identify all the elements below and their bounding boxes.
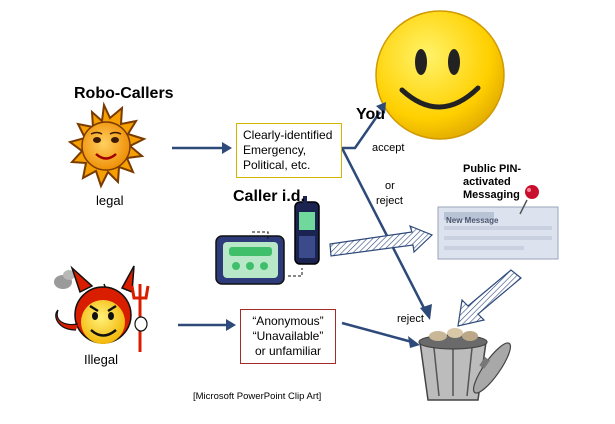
legit-box-line1: Clearly-identified <box>243 128 333 142</box>
robo-callers-title: Robo-Callers <box>74 85 174 102</box>
arrow-accept-to-you <box>342 111 382 150</box>
clip-art-caption: [Microsoft PowerPoint Clip Art] <box>193 391 322 402</box>
reject-bottom-label: reject <box>397 313 424 325</box>
messaging-title-line1: Public PIN- <box>463 163 522 175</box>
messaging-title-line2: activated <box>463 176 511 188</box>
messaging-title-line3: Messaging <box>463 189 520 201</box>
flow-arrows <box>172 102 432 348</box>
arrowhead-legit-reject <box>420 304 432 320</box>
devil-face-icon <box>54 265 150 352</box>
block-arrow-callerid-to-messaging <box>329 224 434 257</box>
legit-box-line3: Political, etc. <box>243 158 311 172</box>
legit-box-line2: Emergency, <box>243 143 307 157</box>
caller-id-device-icon <box>215 196 320 285</box>
illegal-label: Illegal <box>84 352 118 367</box>
legal-label: legal <box>96 193 124 208</box>
accept-label: accept <box>372 142 405 154</box>
unknown-box-line3: or unfamiliar <box>254 344 322 358</box>
trash-can-icon <box>418 328 512 401</box>
unknown-box-line2: “Unavailable” <box>252 329 324 343</box>
or-label: or <box>385 180 395 192</box>
legit-callers-box: Clearly-identified Emergency, Political,… <box>236 123 342 178</box>
unknown-box-line1: “Anonymous” <box>252 314 324 328</box>
smiley-face-icon <box>375 10 505 140</box>
messaging-title: Public PIN- activated Messaging <box>463 163 521 202</box>
new-message-screen-text: New Message <box>446 216 499 225</box>
you-label: You <box>356 106 386 123</box>
arrowhead-accept <box>376 102 386 114</box>
block-arrow-messaging-to-trash <box>457 269 522 327</box>
message-window-icon: New Message <box>437 206 559 260</box>
reject-mid-label: reject <box>376 195 403 207</box>
arrow-unknown-to-trash <box>341 321 413 344</box>
pushpin-icon <box>519 185 539 215</box>
arrowhead-unknown <box>408 336 420 348</box>
unknown-callers-box: “Anonymous” “Unavailable” or unfamiliar <box>240 309 336 364</box>
arrowhead-illegal <box>226 319 236 331</box>
sun-face-icon <box>67 101 147 189</box>
arrow-legit-reject-to-trash <box>340 147 428 313</box>
caller-id-title: Caller i.d. <box>233 188 306 205</box>
arrowhead-legal <box>222 142 232 154</box>
